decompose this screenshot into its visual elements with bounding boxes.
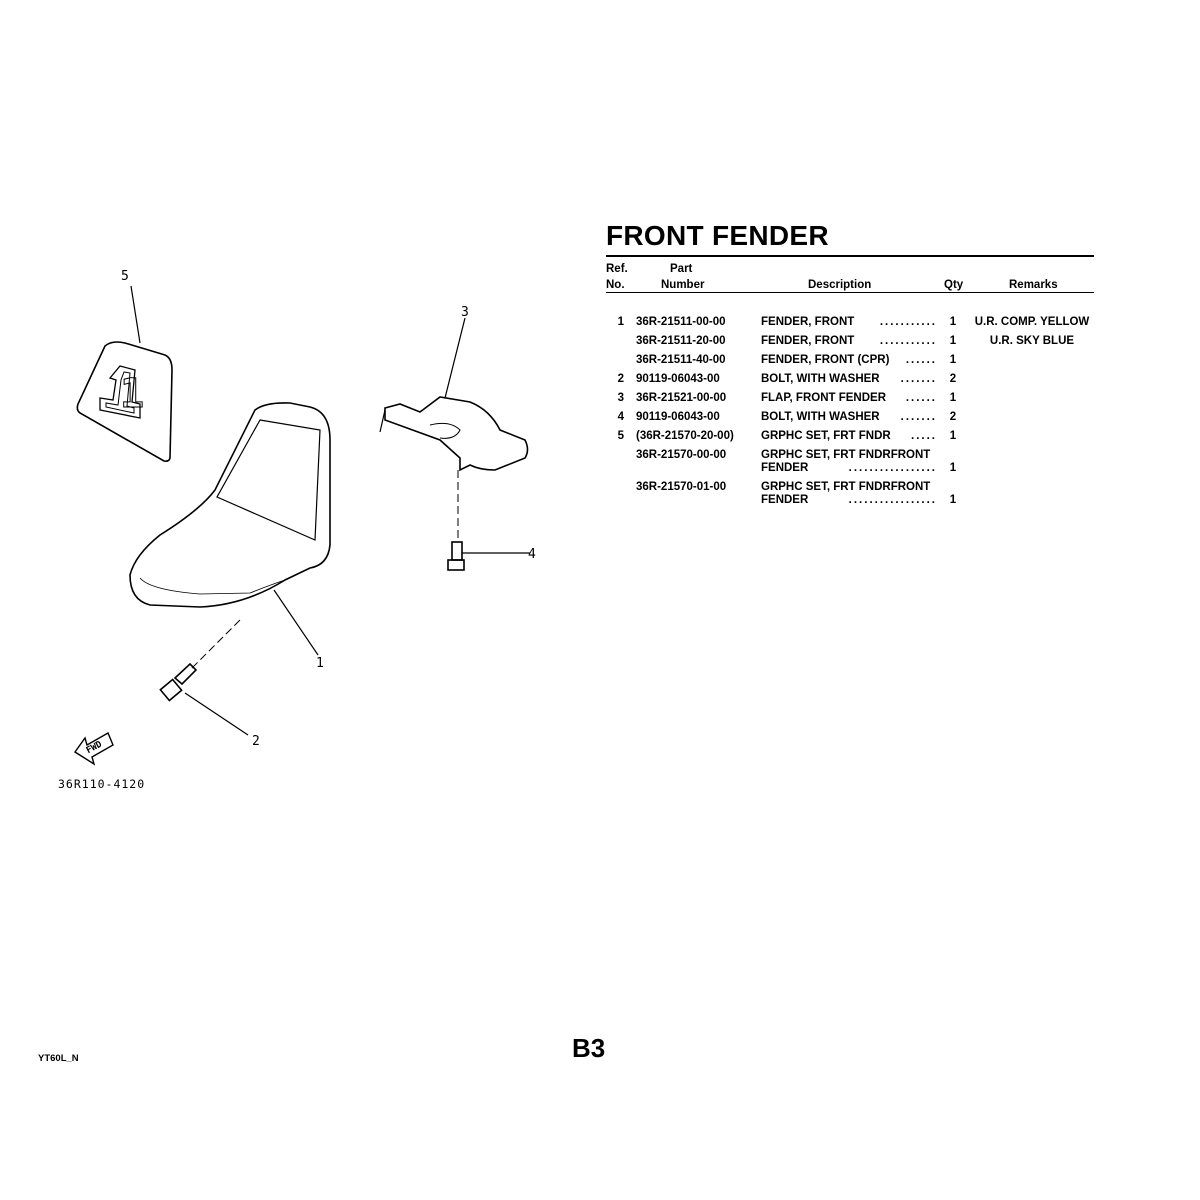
dot-leader: ................. — [848, 494, 937, 506]
page-number: B3 — [572, 1033, 606, 1063]
part-number: 90119-06043-00 — [636, 411, 720, 423]
part-number: 36R-21511-20-00 — [636, 335, 726, 347]
ref-number: 3 — [617, 392, 624, 404]
part-number: 36R-21511-00-00 — [636, 316, 726, 328]
dot-leader: ........... — [879, 316, 937, 328]
forward-arrow-icon — [73, 731, 114, 766]
bolt-part-2 — [159, 619, 249, 736]
header-ref-line1: Ref. — [606, 263, 628, 275]
header-top-rule — [606, 255, 1094, 257]
description-leader: FENDER................. — [761, 494, 937, 507]
header-part-line2: Number — [661, 279, 705, 291]
model-code: YT60L_N — [38, 1053, 79, 1064]
ref-number: 1 — [617, 316, 624, 328]
remarks: U.R. SKY BLUE — [989, 335, 1075, 347]
exploded-parts-diagram: 5 3 4 1 2 FWD 1 36R110-4120 — [58, 269, 536, 791]
ref-number: 4 — [617, 411, 624, 423]
quantity: 1 — [949, 494, 957, 506]
quantity: 1 — [949, 462, 957, 474]
description: BOLT, WITH WASHER — [761, 373, 880, 385]
graphic-decal-part-5 — [76, 341, 173, 462]
header-description: Description — [808, 279, 872, 291]
description: BOLT, WITH WASHER — [761, 411, 880, 423]
bolt-part-4 — [447, 470, 530, 571]
quantity: 1 — [949, 430, 957, 442]
header-bottom-rule — [606, 292, 1094, 293]
quantity: 1 — [949, 392, 957, 404]
description: FENDER, FRONT — [761, 316, 855, 328]
part-number: (36R-21570-20-00) — [636, 430, 734, 442]
quantity: 1 — [949, 354, 957, 366]
quantity: 2 — [949, 411, 957, 423]
header-remarks: Remarks — [1009, 279, 1058, 291]
description-continued: FENDER — [761, 462, 809, 474]
part-number: 36R-21570-01-00 — [636, 481, 727, 493]
callout-4: 4 — [528, 547, 536, 562]
dot-leader: ....... — [900, 411, 937, 423]
description-leader: FENDER................. — [761, 462, 937, 475]
header-part-line1: Part — [670, 263, 693, 275]
description-leader: ...... — [761, 392, 937, 405]
description: FLAP, FRONT FENDER — [761, 392, 887, 404]
description: GRPHC SET, FRT FNDR — [761, 430, 891, 442]
part-number: 36R-21570-00-00 — [636, 449, 727, 461]
leader-line-1 — [273, 589, 319, 656]
page-title: FRONT FENDER — [606, 220, 829, 251]
description-leader: ....... — [761, 373, 937, 386]
header-qty: Qty — [944, 279, 964, 291]
description: FENDER, FRONT (CPR) — [761, 354, 890, 366]
description-leader: ....... — [761, 411, 937, 424]
callout-1: 1 — [316, 656, 324, 671]
drawing-code: 36R110-4120 — [58, 777, 145, 791]
description: FENDER, FRONT — [761, 335, 855, 347]
leader-line-5 — [130, 285, 141, 344]
description: GRPHC SET, FRT FNDRFRONT — [761, 481, 931, 493]
quantity: 1 — [949, 335, 957, 347]
description: GRPHC SET, FRT FNDRFRONT — [761, 449, 931, 461]
header-ref-line2: No. — [606, 279, 625, 291]
dot-leader: ....... — [900, 373, 937, 385]
flap-front-fender-part-3 — [379, 396, 529, 472]
dot-leader: ................. — [848, 462, 937, 474]
quantity: 2 — [949, 373, 957, 385]
ref-number: 2 — [617, 373, 624, 385]
front-fender-part-1 — [129, 402, 331, 608]
ref-number: 5 — [617, 430, 624, 442]
description-leader: ...... — [761, 354, 937, 367]
part-number: 36R-21521-00-00 — [636, 392, 727, 404]
dot-leader: ..... — [911, 430, 937, 442]
callout-3: 3 — [461, 305, 469, 320]
fwd-label: FWD — [85, 739, 105, 756]
part-number: 90119-06043-00 — [636, 373, 720, 385]
description-leader: ........... — [761, 316, 937, 329]
description-continued: FENDER — [761, 494, 809, 506]
dot-leader: ...... — [905, 354, 937, 366]
dot-leader: ...... — [905, 392, 937, 404]
leader-line-3 — [444, 317, 466, 399]
remarks: U.R. COMP. YELLOW — [974, 316, 1090, 328]
dot-leader: ........... — [879, 335, 937, 347]
quantity: 1 — [949, 316, 957, 328]
part-number: 36R-21511-40-00 — [636, 354, 726, 366]
description-leader: ..... — [761, 430, 937, 443]
decal-number: 1 — [120, 371, 144, 417]
description-leader: ........... — [761, 335, 937, 348]
callout-2: 2 — [252, 734, 260, 749]
callout-5: 5 — [121, 269, 129, 284]
